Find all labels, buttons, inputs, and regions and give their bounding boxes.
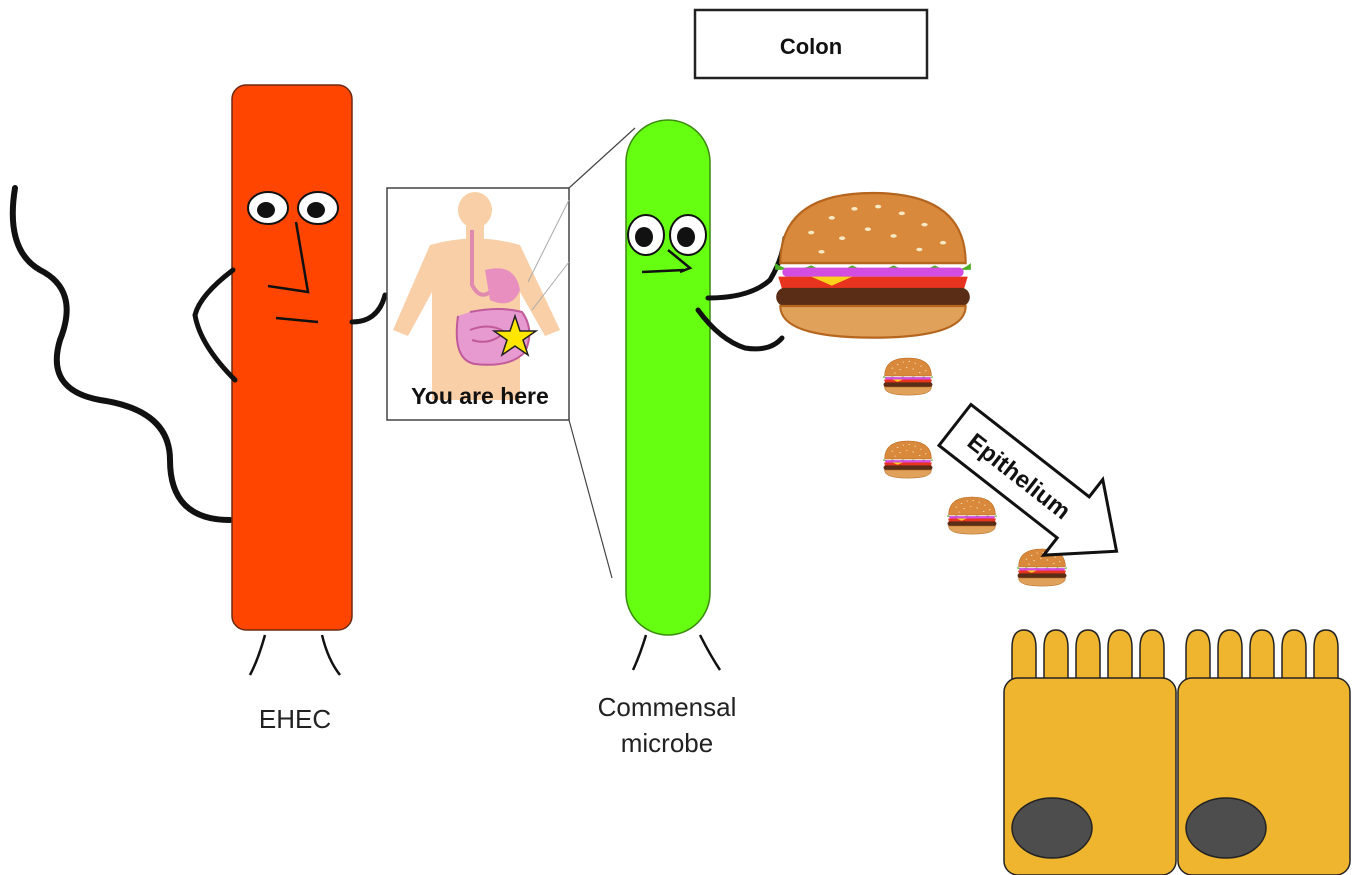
ehec-flagellum: [13, 188, 230, 520]
epithelial-cell: [1004, 630, 1176, 875]
epithelial-cell: [1178, 630, 1350, 875]
cell-nucleus: [1186, 798, 1266, 858]
commensal-microbe: [626, 120, 785, 670]
cell-nucleus: [1012, 798, 1092, 858]
zoom-line-top: [569, 128, 635, 188]
commensal-label-line1: Commensal: [598, 692, 737, 722]
ehec-body: [232, 85, 352, 630]
zoom-line-bottom: [569, 420, 612, 578]
small-burger: [947, 497, 996, 534]
small-burger: [883, 441, 932, 478]
commensal-label-line2: microbe: [621, 728, 713, 758]
ehec-label: EHEC: [259, 704, 331, 734]
ehec-bacterium: [195, 85, 385, 675]
you-are-here-label: You are here: [411, 383, 549, 409]
large-burger: [775, 193, 971, 338]
small-burger: [883, 358, 932, 395]
commensal-body: [626, 120, 710, 635]
you-are-here-inset: You are here: [387, 188, 569, 420]
colon-label: Colon: [780, 34, 842, 59]
